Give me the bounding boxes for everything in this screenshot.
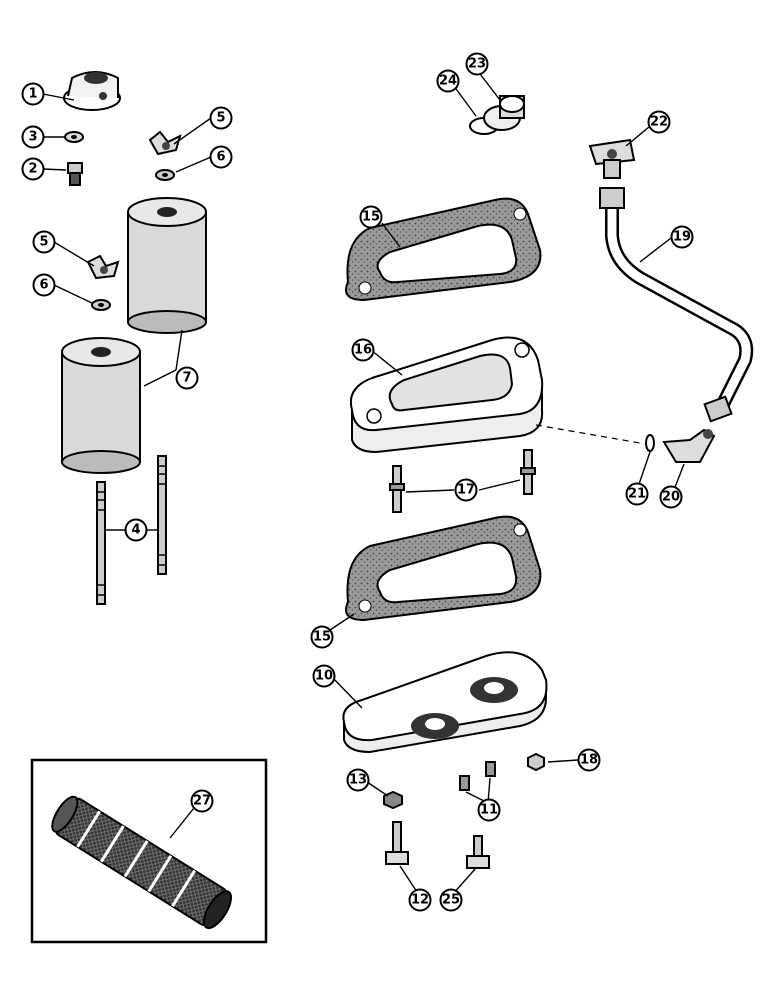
callout-3: 3 — [21, 125, 45, 149]
elbow-fitting-part — [662, 428, 716, 463]
strainer-screen-part — [51, 795, 232, 930]
wing-nut-upper-part — [148, 130, 182, 156]
callout-5-lower: 5 — [32, 230, 56, 254]
callout-label: 17 — [457, 483, 475, 498]
filter-element-lower-part — [61, 337, 141, 474]
callout-18: 18 — [577, 748, 601, 772]
stud-short-left-part — [389, 465, 405, 513]
callout-19: 19 — [670, 225, 694, 249]
bolt-short-part — [466, 835, 490, 869]
screen-inset-box — [30, 758, 268, 944]
set-screw-right-part — [485, 761, 496, 777]
callout-label: 10 — [315, 669, 333, 684]
cover-plate-part — [342, 651, 548, 754]
wing-nut-lower-part — [86, 254, 120, 280]
callout-label: 19 — [673, 230, 691, 245]
callout-10: 10 — [312, 664, 336, 688]
callout-label: 5 — [39, 235, 48, 250]
bolt-part — [67, 162, 83, 186]
callout-label: 7 — [182, 371, 191, 386]
filter-base-part — [350, 336, 544, 454]
callout-label: 24 — [439, 74, 457, 89]
callout-label: 6 — [39, 278, 48, 293]
callout-15-lower: 15 — [310, 625, 334, 649]
callout-label: 13 — [349, 773, 367, 788]
tee-fitting-part — [588, 138, 636, 179]
bolt-long-part — [385, 821, 409, 865]
callout-20: 20 — [659, 485, 683, 509]
gasket-upper-part — [345, 197, 542, 302]
filter-head-part — [63, 71, 121, 111]
plug-part — [483, 95, 525, 131]
callout-label: 11 — [480, 803, 498, 818]
callout-24: 24 — [436, 69, 460, 93]
callout-label: 27 — [193, 794, 211, 809]
callout-12: 12 — [408, 888, 432, 912]
callout-label: 15 — [313, 630, 331, 645]
callout-6-upper: 6 — [209, 145, 233, 169]
callout-label: 6 — [216, 150, 225, 165]
callout-7: 7 — [175, 366, 199, 390]
callout-label: 4 — [131, 523, 140, 538]
fuel-line-part — [599, 187, 754, 423]
callout-1: 1 — [21, 82, 45, 106]
callout-23: 23 — [465, 52, 489, 76]
callout-22: 22 — [647, 110, 671, 134]
callout-5-upper: 5 — [209, 106, 233, 130]
callout-4: 4 — [124, 518, 148, 542]
small-nut-part — [383, 790, 403, 810]
callout-label: 3 — [28, 130, 37, 145]
stud-short-right-part — [520, 449, 536, 495]
set-screw-left-part — [459, 775, 470, 791]
callout-27: 27 — [190, 789, 214, 813]
callout-6-lower: 6 — [32, 273, 56, 297]
filter-element-upper-part — [127, 197, 207, 334]
gasket-lower-part — [345, 515, 542, 622]
callout-label: 15 — [362, 210, 380, 225]
callout-16: 16 — [351, 338, 375, 362]
callout-label: 18 — [580, 753, 598, 768]
stud-left-part — [96, 481, 106, 605]
washer-lower-part — [91, 299, 111, 311]
callout-2: 2 — [21, 157, 45, 181]
callout-label: 1 — [28, 87, 37, 102]
callout-13: 13 — [346, 768, 370, 792]
callout-label: 23 — [468, 57, 486, 72]
callout-label: 22 — [650, 115, 668, 130]
callout-15-upper: 15 — [359, 205, 383, 229]
callout-label: 21 — [628, 487, 646, 502]
callout-label: 2 — [28, 162, 37, 177]
callout-label: 12 — [411, 893, 429, 908]
callout-label: 25 — [442, 893, 460, 908]
callout-11: 11 — [477, 798, 501, 822]
callout-21: 21 — [625, 482, 649, 506]
washer-part — [64, 131, 84, 143]
callout-label: 20 — [662, 490, 680, 505]
callout-25: 25 — [439, 888, 463, 912]
nut-part — [527, 752, 545, 772]
callout-label: 16 — [354, 343, 372, 358]
seal-ring-part — [645, 434, 655, 452]
stud-right-part — [157, 455, 167, 575]
callout-17: 17 — [454, 478, 478, 502]
washer-upper-part — [155, 169, 175, 181]
callout-label: 5 — [216, 111, 225, 126]
